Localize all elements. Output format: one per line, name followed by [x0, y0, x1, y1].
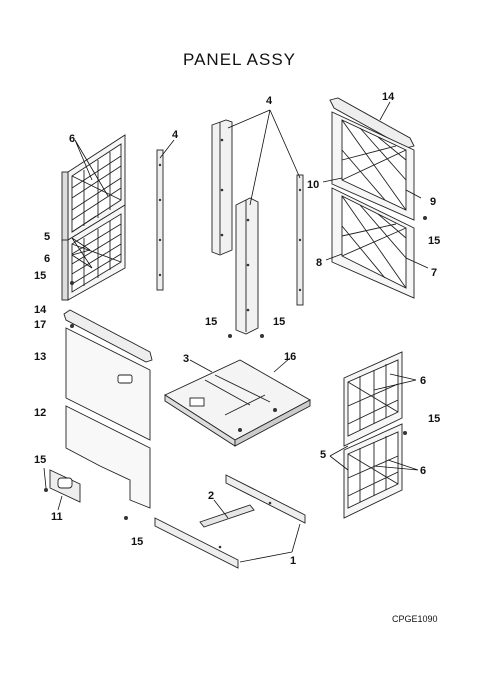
right-side-upper-mesh-panel [343, 351, 403, 447]
callout-6: 6 [44, 253, 50, 265]
callout-17: 17 [34, 319, 46, 331]
callout-15: 15 [34, 270, 46, 282]
callout-6: 6 [69, 133, 75, 145]
lower-front-panel [65, 405, 151, 509]
callout-2: 2 [208, 490, 214, 502]
right-thin-upright [296, 174, 304, 306]
top-front-trim [63, 309, 153, 363]
right-lower-mesh-panel [331, 187, 415, 299]
callout-13: 13 [34, 351, 46, 363]
callout-labels: 6 5 6 15 4 4 14 10 9 15 8 7 14 17 15 15 … [34, 91, 440, 567]
callout-15: 15 [273, 316, 285, 328]
callout-6: 6 [420, 465, 426, 477]
callout-15: 15 [131, 536, 143, 548]
base-frame [154, 474, 306, 569]
callout-1: 1 [290, 555, 296, 567]
callout-5: 5 [44, 231, 50, 243]
drawing-code: CPGE1090 [392, 614, 438, 624]
callout-7: 7 [431, 267, 437, 279]
right-side-lower-mesh-panel [343, 423, 403, 519]
callout-14: 14 [34, 304, 47, 316]
callout-12: 12 [34, 407, 46, 419]
leader-lines [43, 101, 429, 563]
callout-8: 8 [316, 257, 322, 269]
callout-4: 4 [266, 95, 273, 107]
right-upper-mesh-panel [331, 111, 415, 221]
callout-9: 9 [430, 196, 436, 208]
callout-14: 14 [382, 91, 395, 103]
callout-11: 11 [51, 511, 63, 523]
left-lower-mesh-panel [61, 204, 126, 301]
callout-4: 4 [172, 129, 179, 141]
callout-16: 16 [284, 351, 296, 363]
left-thin-upright [156, 149, 164, 291]
callout-10: 10 [307, 179, 319, 191]
rear-channel-upright [211, 119, 233, 256]
callout-15: 15 [34, 454, 46, 466]
base-plate [164, 359, 311, 447]
callout-15: 15 [428, 235, 440, 247]
top-rail-bracket [329, 97, 415, 149]
front-channel-upright [235, 197, 259, 335]
small-access-cover [49, 469, 81, 503]
callout-6: 6 [420, 375, 426, 387]
upper-front-panel [65, 327, 151, 441]
screw-markers [44, 216, 427, 520]
page-title: PANEL ASSY [183, 50, 296, 69]
callout-15: 15 [428, 413, 440, 425]
callout-15: 15 [205, 316, 217, 328]
callout-3: 3 [183, 353, 189, 365]
callout-5: 5 [320, 449, 326, 461]
